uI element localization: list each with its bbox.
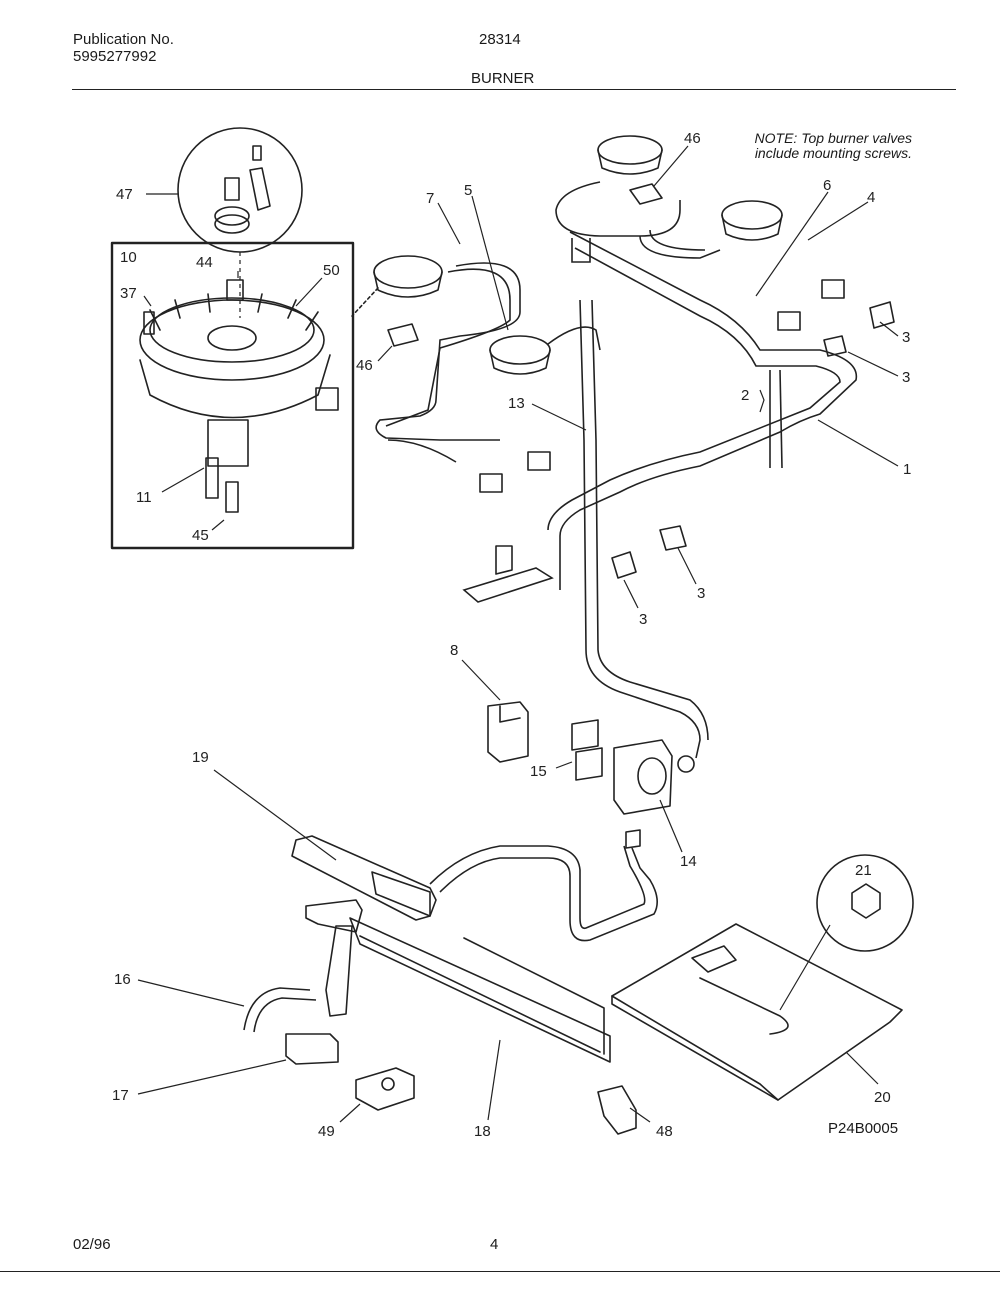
gas-manifold	[375, 231, 858, 759]
model-number: 28314	[479, 31, 521, 48]
burner-head-center	[489, 326, 601, 375]
footer-rule	[0, 1271, 1000, 1272]
callout: 15	[530, 763, 547, 780]
callout: 17	[112, 1087, 129, 1104]
callout: 46	[684, 130, 701, 147]
callout: 7	[426, 190, 434, 207]
callout: 10	[120, 249, 137, 266]
callout: 3	[639, 611, 647, 628]
burner-head-right	[639, 200, 783, 259]
page-number: 4	[490, 1236, 499, 1253]
figure-code: P24B0005	[828, 1120, 899, 1137]
note-line-2: include mounting screws.	[754, 145, 912, 161]
note-line-1: NOTE: Top burner valves	[754, 130, 912, 146]
callout: 3	[902, 329, 910, 346]
heat-deflector	[611, 854, 914, 1101]
lower-leaders	[137, 769, 651, 1123]
orifice-detail-circle	[146, 127, 303, 253]
callout: 13	[508, 395, 525, 412]
burner-head-left	[351, 255, 443, 362]
part-8-bracket	[461, 659, 529, 763]
burner-valves	[479, 279, 895, 579]
callout: 21	[855, 862, 872, 879]
callout: 11	[136, 489, 152, 506]
callout: 37	[120, 285, 137, 302]
callout: 20	[874, 1089, 891, 1106]
callout: 18	[474, 1123, 491, 1140]
callout: 6	[823, 177, 831, 194]
publication-number: 5995277992	[73, 48, 157, 65]
footer-date: 02/96	[73, 1236, 111, 1253]
callout-labels: 47 10 44 50 37 11 45 7 5 46 46 6 4 3 3 2…	[112, 130, 911, 1140]
callout: 14	[680, 853, 697, 870]
callout: 4	[867, 189, 875, 206]
callout: 45	[192, 527, 209, 544]
header-rule	[72, 89, 956, 90]
callout: 46	[356, 357, 373, 374]
callout: 8	[450, 642, 458, 659]
callout: 50	[323, 262, 340, 279]
callout: 19	[192, 749, 209, 766]
oven-burner-assembly	[243, 835, 658, 1135]
callout: 1	[903, 461, 911, 478]
callout: 49	[318, 1123, 335, 1140]
publication-label: Publication No.	[73, 31, 174, 48]
callout: 5	[464, 182, 472, 199]
callout: 2	[741, 387, 749, 404]
regulator-assembly	[555, 719, 695, 853]
burner-base-detail-box	[110, 241, 355, 550]
callout: 3	[697, 585, 705, 602]
callout: 47	[116, 186, 133, 203]
burner-head-back	[555, 135, 689, 237]
section-title: BURNER	[471, 70, 535, 87]
callout: 3	[902, 369, 910, 386]
upper-leaders	[437, 191, 899, 609]
callout: 48	[656, 1123, 673, 1140]
callout: 44	[196, 254, 213, 271]
callout: 16	[114, 971, 131, 988]
